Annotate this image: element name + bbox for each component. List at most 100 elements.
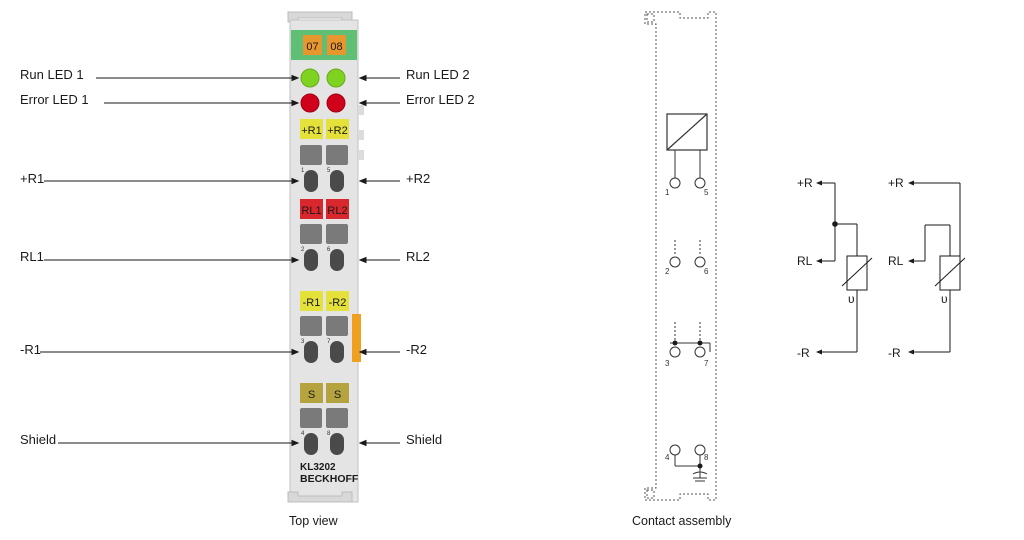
badge-rl2-text: RL2 [327,205,347,217]
wiring-2wire [820,182,873,353]
contact-number-8: 8 [704,453,709,462]
label-run-led-1: Run LED 1 [20,67,84,82]
converter-diagonal [666,113,708,151]
contact-number-7: 7 [327,339,331,345]
junction-dot [672,340,678,346]
badge-plus-r1-text: +R1 [301,125,322,137]
arrow-minus-r [816,349,822,355]
label-plus-r: +R [888,176,904,190]
badge-plus-r2-text: +R2 [327,125,348,137]
wiring-3wire [912,182,966,353]
clamp-hole [330,433,344,455]
arrow-minus-r1 [291,348,300,356]
arrow-run-led-2 [358,74,367,82]
label-theta: υ [941,292,948,306]
label-rl1: RL1 [20,249,44,264]
contact-number-7: 7 [704,359,709,368]
clamp-group-2 [300,224,348,271]
arrow-rl2 [358,256,367,264]
contact-number-6: 6 [327,247,331,253]
arrow-rl1 [291,256,300,264]
contact-number-4: 4 [665,453,670,462]
badge-rl1 [300,199,323,219]
clamp-hole [330,170,344,192]
wiring-3wire-labels: +R RL -R υ [888,176,948,360]
label-rl: RL [888,254,904,268]
badge-s1-text: S [308,389,315,401]
badge-minus-r2-text: -R2 [329,297,347,309]
contact-numbers: 1 5 2 6 3 7 4 8 [665,188,709,462]
junction-dot [832,221,838,227]
contact-2 [669,256,681,268]
contact-number-2: 2 [301,247,305,253]
label-error-led-2: Error LED 2 [406,92,475,107]
clamp-group-4 [300,408,348,455]
contact-number-5: 5 [704,188,709,197]
label-minus-r2: -R2 [406,342,427,357]
badge-minus-r2 [326,291,349,311]
badge-plus-r2 [326,119,349,139]
contact-corner [646,489,655,499]
run-led-1 [300,68,320,88]
badge-rl1-text: RL1 [301,205,321,217]
channel-badge-07 [303,35,322,55]
clamp-slot [326,316,348,336]
rtd-resistor [939,255,961,291]
label-plus-r: +R [797,176,813,190]
run-led-2 [326,68,346,88]
arrow-error-led-1 [291,99,300,107]
earth-arc [692,471,708,475]
arrow-shield-left [291,439,300,447]
label-run-led-2: Run LED 2 [406,67,470,82]
clamp-hole [304,249,318,271]
caption-top-view: Top view [289,514,338,528]
side-tooth [358,105,364,115]
contact-6 [694,256,706,268]
clamp-slot [300,316,322,336]
rtd-diagonal [934,257,966,287]
contact-5 [694,177,706,189]
contact-assembly [644,11,717,501]
contact-7 [694,346,706,358]
clamp-slot [326,224,348,244]
arrow-shield-right [358,439,367,447]
label-shield-right: Shield [406,432,443,447]
clamp-hole [304,433,318,455]
error-led-2 [326,93,346,113]
contact-number-2: 2 [665,267,670,276]
wiring-3wire-arrows [908,180,914,355]
brand-label: BECKHOFF [300,473,359,485]
badge-s2-text: S [334,389,341,401]
clamp-hole [330,341,344,363]
contact-number-3: 3 [301,339,305,345]
contact-number-3: 3 [665,359,670,368]
channel-number-07: 07 [306,41,318,53]
clamp-group-3 [300,316,348,363]
clamp-slot [326,408,348,428]
badge-minus-r1 [300,291,323,311]
junction-dot [697,340,703,346]
leader-lines [40,74,400,447]
terminal-body [289,19,359,503]
channel-number-08: 08 [330,41,342,53]
contact-number-1: 1 [665,188,670,197]
clamp-group-1 [300,145,348,192]
junction-dot [697,463,703,469]
error-led-1 [300,93,320,113]
contact-number-8: 8 [327,431,331,437]
contact-number-1: 1 [301,168,305,174]
arrow-minus-r2 [358,348,367,356]
rail-clip-bottom [287,491,353,503]
badge-plus-r1 [300,119,323,139]
orange-side-strip [352,314,361,362]
wiring-2wire-arrows [816,180,838,355]
contact-number-4: 4 [301,431,305,437]
label-minus-r: -R [797,346,810,360]
label-plus-r1: +R1 [20,171,45,186]
contact-4 [669,444,681,456]
arrow-plus-r [908,180,914,186]
side-tooth [358,150,364,160]
arrow-rl [816,258,822,264]
clamp-slot [300,224,322,244]
